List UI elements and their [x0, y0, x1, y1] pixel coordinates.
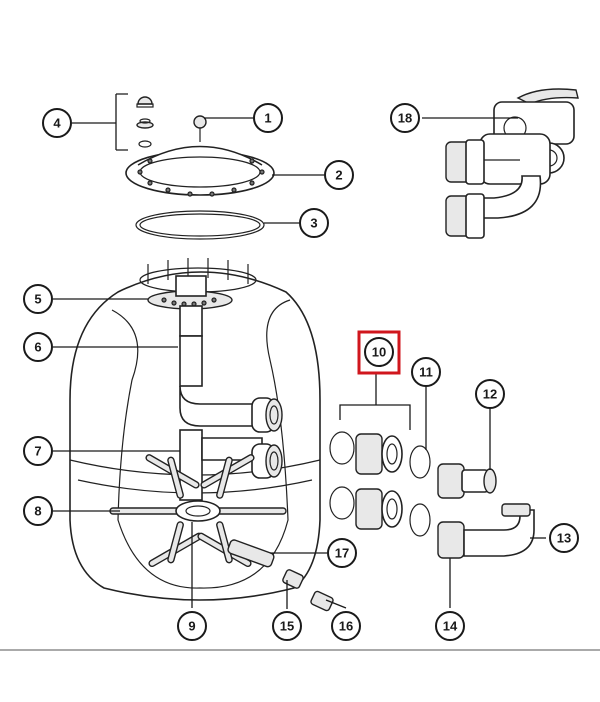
callout-16-label: 16 — [339, 619, 353, 634]
callout-3-label: 3 — [310, 216, 317, 231]
callout-10-highlight-box — [357, 330, 401, 375]
callout-11: 11 — [411, 357, 441, 387]
part-18-multiport-valve — [445, 88, 579, 239]
callout-12-label: 12 — [483, 387, 497, 402]
part-16-drain-cap — [310, 590, 334, 612]
callout-4-label: 4 — [53, 116, 61, 131]
callout-13: 13 — [549, 523, 579, 553]
part-6-standpipe — [179, 335, 283, 433]
callout-10: 10 — [357, 330, 401, 375]
callout-2-label: 2 — [335, 168, 342, 183]
callout-1-label: 1 — [264, 111, 271, 126]
part-12-union-connector — [437, 463, 497, 499]
callout-7-label: 7 — [34, 444, 41, 459]
callout-3: 3 — [299, 208, 329, 238]
part-9-hub — [175, 500, 221, 522]
part-13-elbow — [463, 503, 535, 557]
callout-10-label: 10 — [372, 345, 386, 360]
callout-11-label: 11 — [419, 365, 433, 380]
callout-17: 17 — [327, 538, 357, 568]
callout-14-label: 14 — [443, 619, 458, 634]
callout-7: 7 — [23, 436, 53, 466]
part-10-unions — [329, 431, 403, 530]
part-14-union — [437, 521, 465, 559]
part-4-fittings — [136, 96, 154, 148]
callout-18: 18 — [390, 103, 420, 133]
callout-13-label: 13 — [557, 531, 571, 546]
callout-1: 1 — [253, 103, 283, 133]
callout-14: 14 — [435, 611, 465, 641]
part-11-gaskets — [409, 445, 431, 537]
callout-15: 15 — [272, 611, 302, 641]
part-1-knob — [193, 115, 207, 142]
part-5-diffuser — [147, 275, 233, 337]
callout-9-label: 9 — [188, 619, 195, 634]
part-8-laterals — [109, 454, 287, 568]
callout-6: 6 — [23, 332, 53, 362]
callout-12: 12 — [475, 379, 505, 409]
callout-4: 4 — [42, 108, 72, 138]
part-3-o-ring — [135, 210, 265, 240]
callout-8: 8 — [23, 496, 53, 526]
part-15-drain-fitting — [282, 569, 304, 589]
callout-17-label: 17 — [335, 546, 349, 561]
callout-6-label: 6 — [34, 340, 41, 355]
callout-18-label: 18 — [398, 111, 412, 126]
callout-5: 5 — [23, 284, 53, 314]
callout-5-label: 5 — [34, 292, 41, 307]
callout-16: 16 — [331, 611, 361, 641]
callout-2: 2 — [324, 160, 354, 190]
callout-8-label: 8 — [34, 504, 41, 519]
part-2-lid — [125, 145, 275, 197]
callout-15-label: 15 — [280, 619, 294, 634]
callout-9: 9 — [177, 611, 207, 641]
part-17-drain-screen — [227, 539, 275, 568]
